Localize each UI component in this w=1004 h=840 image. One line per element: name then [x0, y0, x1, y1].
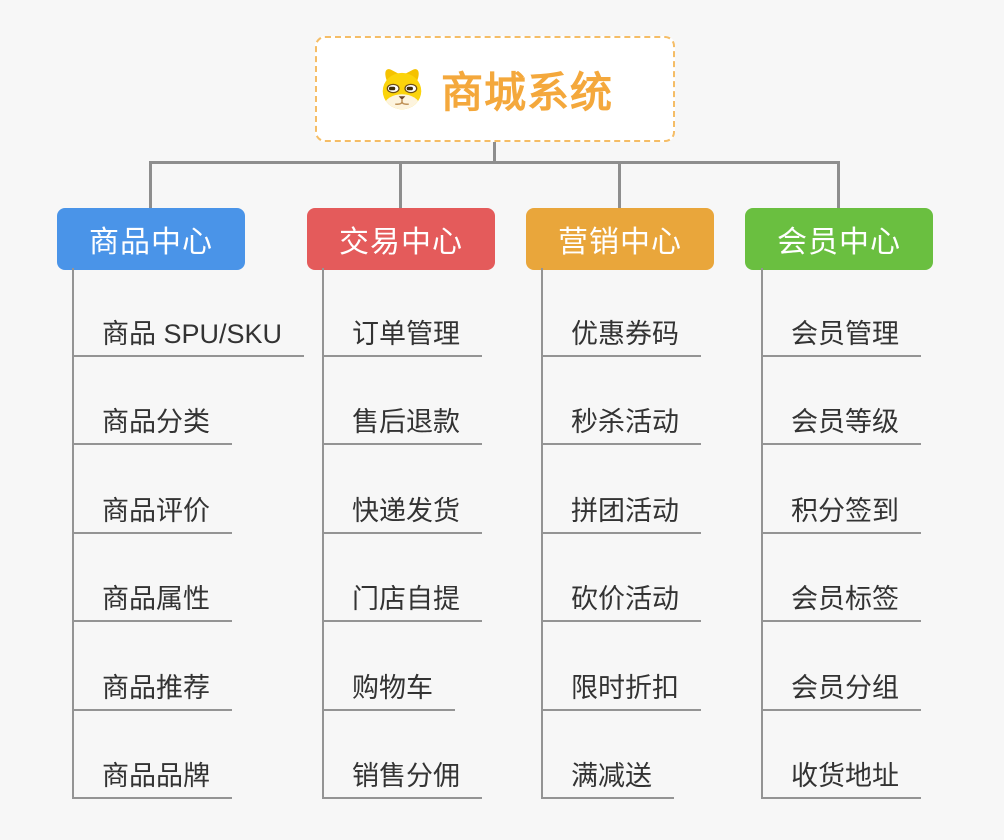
- leaf-item[interactable]: 销售分佣: [324, 711, 482, 799]
- leaf-item[interactable]: 商品分类: [74, 357, 232, 445]
- leaf-item[interactable]: 购物车: [324, 622, 455, 711]
- leaf-label: 拼团活动: [571, 495, 679, 526]
- leaf-item[interactable]: 优惠券码: [543, 268, 701, 357]
- branch-rail-connector: [149, 161, 840, 164]
- leaf-label: 商品分类: [102, 407, 210, 438]
- leaf-label: 销售分佣: [352, 761, 460, 792]
- leaf-label: 订单管理: [352, 318, 460, 349]
- leaf-label: 商品评价: [102, 495, 210, 526]
- root-node-mall-system[interactable]: 商城系统: [315, 36, 675, 142]
- branch-children-product-center: 商品 SPU/SKU 商品分类 商品评价 商品属性 商品推荐 商品品牌: [72, 268, 305, 799]
- leaf-item[interactable]: 会员管理: [763, 268, 921, 357]
- leaf-label: 商品属性: [102, 584, 210, 615]
- leaf-item[interactable]: 秒杀活动: [543, 357, 701, 445]
- branch-header-product-center[interactable]: 商品中心: [57, 208, 245, 270]
- leaf-label: 会员分组: [791, 672, 899, 703]
- leaf-item[interactable]: 会员标签: [763, 534, 921, 622]
- leaf-label: 商品推荐: [102, 672, 210, 703]
- branch-header-member-center[interactable]: 会员中心: [745, 208, 933, 270]
- branch-drop-connector: [837, 161, 840, 209]
- leaf-label: 门店自提: [352, 584, 460, 615]
- leaf-item[interactable]: 收货地址: [763, 711, 921, 799]
- leaf-label: 售后退款: [352, 407, 460, 438]
- leaf-label: 积分签到: [791, 495, 899, 526]
- leaf-item[interactable]: 会员等级: [763, 357, 921, 445]
- leaf-item[interactable]: 限时折扣: [543, 622, 701, 711]
- branch-header-trade-center[interactable]: 交易中心: [307, 208, 495, 270]
- leaf-label: 优惠券码: [571, 318, 679, 349]
- dog-face-icon: [382, 69, 422, 110]
- trunk-connector: [493, 140, 496, 164]
- leaf-label: 商品 SPU/SKU: [102, 318, 283, 349]
- leaf-item[interactable]: 满减送: [543, 711, 674, 799]
- branch-header-marketing-center[interactable]: 营销中心: [526, 208, 714, 270]
- leaf-item[interactable]: 快递发货: [324, 445, 482, 534]
- leaf-item[interactable]: 售后退款: [324, 357, 482, 445]
- leaf-label: 快递发货: [352, 495, 460, 526]
- branch-children-trade-center: 订单管理 售后退款 快递发货 门店自提 购物车 销售分佣: [322, 268, 482, 799]
- branch-drop-connector: [399, 161, 402, 209]
- branch-header-label: 商品中心: [89, 226, 213, 259]
- leaf-item[interactable]: 砍价活动: [543, 534, 701, 622]
- leaf-label: 会员等级: [791, 407, 899, 438]
- leaf-item[interactable]: 商品品牌: [74, 711, 232, 799]
- leaf-label: 收货地址: [791, 761, 899, 792]
- leaf-label: 限时折扣: [571, 672, 679, 703]
- leaf-item[interactable]: 会员分组: [763, 622, 921, 711]
- leaf-item[interactable]: 商品 SPU/SKU: [74, 268, 305, 357]
- branch-children-marketing-center: 优惠券码 秒杀活动 拼团活动 砍价活动 限时折扣 满减送: [541, 268, 701, 799]
- leaf-item[interactable]: 商品评价: [74, 445, 232, 534]
- branch-header-label: 营销中心: [558, 226, 682, 259]
- branch-children-member-center: 会员管理 会员等级 积分签到 会员标签 会员分组 收货地址: [761, 268, 921, 799]
- leaf-item[interactable]: 订单管理: [324, 268, 482, 357]
- leaf-label: 会员标签: [791, 584, 899, 615]
- leaf-item[interactable]: 商品推荐: [74, 622, 232, 711]
- leaf-label: 砍价活动: [571, 584, 679, 615]
- branch-header-label: 会员中心: [777, 226, 901, 259]
- leaf-label: 会员管理: [791, 318, 899, 349]
- leaf-item[interactable]: 拼团活动: [543, 445, 701, 534]
- branch-header-label: 交易中心: [339, 226, 463, 259]
- leaf-item[interactable]: 门店自提: [324, 534, 482, 622]
- leaf-label: 满减送: [571, 761, 652, 792]
- leaf-label: 秒杀活动: [571, 407, 679, 438]
- root-node-label: 商城系统: [440, 68, 613, 116]
- leaf-item[interactable]: 积分签到: [763, 445, 921, 534]
- leaf-item[interactable]: 商品属性: [74, 534, 232, 622]
- leaf-label: 商品品牌: [102, 761, 210, 792]
- branch-drop-connector: [149, 161, 152, 209]
- leaf-label: 购物车: [352, 672, 433, 703]
- branch-drop-connector: [618, 161, 621, 209]
